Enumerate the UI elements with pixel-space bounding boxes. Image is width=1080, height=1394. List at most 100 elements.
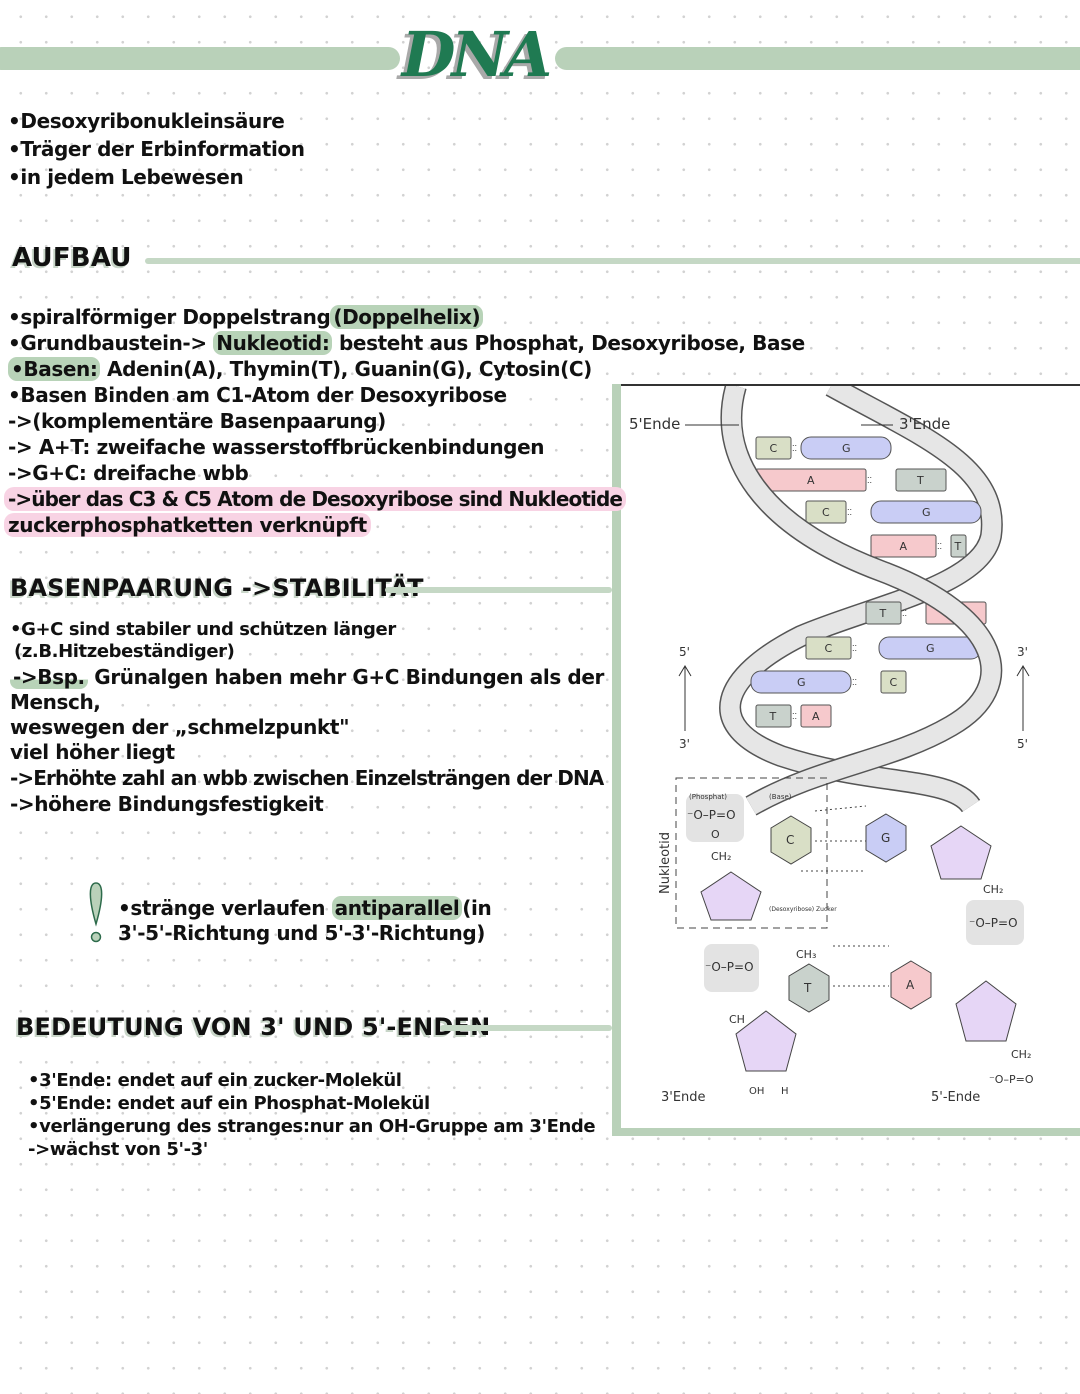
aufbau-line: -> A+T: zweifache wasserstoffbrückenbind… bbox=[8, 435, 545, 459]
header-bar-right bbox=[555, 47, 1080, 70]
heading-rule bbox=[145, 258, 1080, 264]
hydrogen-bond-dots: ⁚⁚ bbox=[867, 476, 872, 485]
base-G bbox=[870, 500, 982, 524]
text: •stränge verlaufen bbox=[118, 896, 332, 920]
helix-strand bbox=[720, 382, 1003, 816]
basen-line: ->Bsp. Grünalgen haben mehr G+C Bindunge… bbox=[10, 664, 604, 690]
sugar-pentagon bbox=[955, 980, 1017, 1042]
label-5-ende-bottom: 5'-Ende bbox=[931, 1090, 980, 1105]
base-G bbox=[800, 436, 892, 460]
heading-aufbau: AUFBAU bbox=[12, 243, 132, 273]
label-base: (Base) bbox=[769, 793, 792, 801]
enden-line: •verlängerung des stranges:nur an OH-Gru… bbox=[28, 1116, 596, 1137]
highlight-antiparallel: antiparallel bbox=[331, 896, 463, 920]
exclamation-icon bbox=[89, 882, 103, 943]
highlight-pink: zuckerphosphatketten verknüpft bbox=[4, 513, 371, 537]
figure-border-left bbox=[612, 384, 621, 1136]
aufbau-line: ->über das C3 & C5 Atom de Desoxyribose … bbox=[4, 486, 627, 512]
atom: CH bbox=[729, 1013, 745, 1026]
nucleotide-box bbox=[675, 777, 828, 929]
arrow-label: 3' bbox=[679, 737, 690, 751]
base-G bbox=[750, 670, 852, 694]
intro-line: •Träger der Erbinformation bbox=[8, 137, 305, 161]
base-letter: A bbox=[807, 474, 815, 487]
base-letter: G bbox=[926, 642, 935, 655]
highlight-nukleotid: Nukleotid: bbox=[213, 331, 333, 355]
base-thymin: T bbox=[788, 963, 830, 1013]
hydrogen-bond-dots: ⁚⁚ bbox=[902, 609, 907, 618]
phosphate-group: ⁻O–P=O bbox=[705, 960, 754, 974]
hydrogen-bond-dots: ⁚⁚ bbox=[792, 712, 797, 721]
text: Grünalgen haben mehr G+C Bindungen als d… bbox=[87, 665, 604, 689]
base-letter: C bbox=[822, 506, 830, 519]
hydrogen-bond-dots: ⁚⁚ bbox=[847, 508, 852, 517]
base-A bbox=[800, 704, 832, 728]
chemical-structure: Nukleotid (Phosphat) ⁻O–P=O O CH₂ (Desox… bbox=[658, 777, 1034, 1105]
basen-line: •G+C sind stabiler und schützen länger bbox=[10, 619, 396, 640]
hydrogen-bond-dots: ⁚⁚ bbox=[937, 542, 942, 551]
highlight-basen: •Basen: bbox=[8, 357, 101, 381]
heading-rule bbox=[385, 587, 612, 593]
base-letter: T bbox=[954, 540, 962, 553]
heading-enden: BEDEUTUNG VON 3' UND 5'-ENDEN bbox=[16, 1013, 491, 1041]
label-phosphat: (Phosphat) bbox=[689, 793, 727, 801]
basen-line: ->höhere Bindungsfestigkeit bbox=[10, 792, 324, 816]
base-C bbox=[880, 670, 907, 694]
base-T bbox=[755, 704, 792, 728]
base-letter: G bbox=[797, 676, 806, 689]
text: (in bbox=[462, 896, 492, 920]
direction-arrow-right: 3' 5' bbox=[1016, 645, 1030, 751]
aufbau-line: •Basen: Adenin(A), Thymin(T), Guanin(G),… bbox=[8, 356, 592, 382]
atom: CH₂ bbox=[1011, 1048, 1031, 1061]
arrow-label: 5' bbox=[679, 645, 690, 659]
hydrogen-bond-dots: ⁚⁚ bbox=[852, 678, 857, 687]
base-letter: T bbox=[769, 710, 777, 723]
heading-basenpaarung: BASENPAARUNG ->STABILITÄT bbox=[10, 574, 424, 602]
base-letter: T bbox=[803, 981, 812, 995]
atom: H bbox=[781, 1086, 789, 1097]
base-T bbox=[895, 468, 947, 492]
phosphate-group: ⁻O–P=O bbox=[687, 808, 736, 822]
figure-border-bottom bbox=[612, 1126, 1080, 1136]
base-letter: C bbox=[890, 676, 898, 689]
text: •spiralförmiger Doppelstrang bbox=[8, 305, 331, 329]
phosphate-blob bbox=[966, 900, 1024, 945]
basen-line: weswegen der „schmelzpunkt" bbox=[10, 715, 350, 739]
basen-line: viel höher liegt bbox=[10, 740, 175, 764]
highlight-pink: ->über das C3 & C5 Atom de Desoxyribose … bbox=[4, 487, 627, 511]
base-T bbox=[950, 534, 967, 558]
antiparallel-note: 3'-5'-Richtung und 5'-3'-Richtung) bbox=[118, 921, 486, 945]
atom: CH₂ bbox=[983, 883, 1003, 896]
text: besteht aus Phosphat, Desoxyribose, Base bbox=[332, 331, 805, 355]
base-guanin: G bbox=[865, 813, 907, 863]
base-letter: T bbox=[879, 607, 887, 620]
direction-arrow-left: 5' 3' bbox=[678, 645, 692, 751]
label-nukleotid: Nukleotid bbox=[658, 832, 673, 894]
phosphate-blob bbox=[686, 794, 744, 842]
atom: O bbox=[711, 828, 720, 841]
base-letter: G bbox=[922, 506, 931, 519]
hydrogen-bond-dots: ⁚⁚ bbox=[852, 644, 857, 653]
antiparallel-note: •stränge verlaufen antiparallel(in bbox=[118, 895, 492, 921]
sugar-pentagon bbox=[735, 1010, 797, 1072]
highlight-doppelhelix: (Doppelhelix) bbox=[330, 305, 484, 329]
base-cytosin: C bbox=[770, 815, 812, 865]
base-letter: G bbox=[842, 442, 851, 455]
aufbau-line: •Grundbaustein-> Nukleotid: besteht aus … bbox=[8, 330, 805, 356]
heading-rule bbox=[440, 1025, 612, 1031]
aufbau-line: •Basen Binden am C1-Atom der Desoxyribos… bbox=[8, 383, 507, 407]
sugar-pentagon bbox=[700, 871, 762, 921]
aufbau-line: ->(komplementäre Basenpaarung) bbox=[8, 409, 386, 433]
basen-line: ->Erhöhte zahl an wbb zwischen Einzelstr… bbox=[10, 766, 604, 790]
enden-line: •3'Ende: endet auf ein zucker-Molekül bbox=[28, 1070, 402, 1091]
phosphate-blob bbox=[704, 944, 759, 992]
label-3-ende-bottom: 3'Ende bbox=[661, 1090, 706, 1105]
base-letter: A bbox=[900, 540, 908, 553]
base-letter: C bbox=[825, 642, 833, 655]
aufbau-line: zuckerphosphatketten verknüpft bbox=[4, 512, 371, 538]
base-C bbox=[805, 636, 852, 660]
phosphate-group: ⁻O–P=O bbox=[989, 1073, 1034, 1086]
atom: CH₂ bbox=[711, 850, 731, 863]
